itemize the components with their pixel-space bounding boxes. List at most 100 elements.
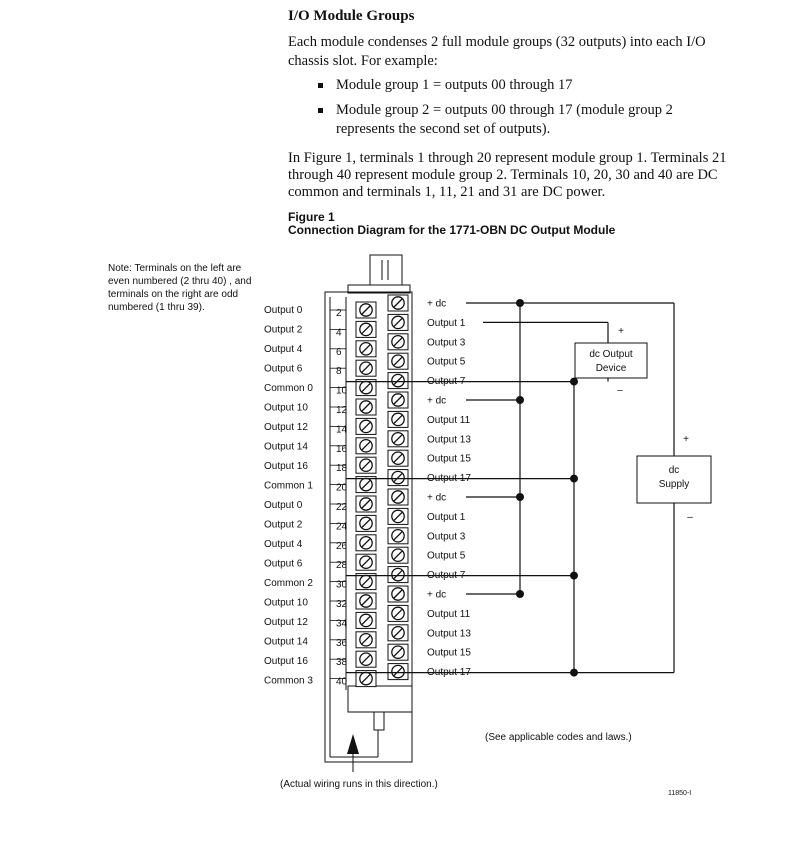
even-terminal-screw <box>355 631 377 649</box>
wiring-direction-arrow <box>347 734 359 772</box>
left-terminal-label: Common 0 <box>264 383 313 394</box>
left-terminal-label: Output 6 <box>264 364 303 375</box>
left-terminal-label: Output 12 <box>264 617 308 628</box>
odd-terminal-screw <box>387 507 409 525</box>
odd-terminal-screw <box>387 352 409 370</box>
even-terminal-screw <box>355 592 377 610</box>
wiring <box>346 299 675 677</box>
left-terminal-label: Output 12 <box>264 422 308 433</box>
module-body <box>324 284 413 763</box>
even-terminal-screw <box>355 611 377 629</box>
terminal-number: 40 <box>336 677 348 688</box>
terminal-number: 14 <box>336 424 348 435</box>
odd-terminal-screw <box>387 469 409 487</box>
even-terminal-screw <box>355 514 377 532</box>
terminal-number: 16 <box>336 444 348 455</box>
right-terminal-label: Output 15 <box>427 648 471 659</box>
odd-terminal-screw <box>387 391 409 409</box>
right-terminal-label: Output 13 <box>427 628 471 639</box>
terminal-number: 18 <box>336 463 348 474</box>
terminal-number: 6 <box>336 347 342 358</box>
supply-label-line1: dc <box>669 465 680 476</box>
odd-terminal-screw <box>387 527 409 545</box>
terminal-number: 30 <box>336 580 348 591</box>
odd-terminal-screw <box>387 566 409 584</box>
left-terminal-label: Output 14 <box>264 637 308 648</box>
supply-label-line2: Supply <box>659 479 690 490</box>
left-terminal-label: Output 16 <box>264 461 308 472</box>
even-terminal-screw <box>355 359 377 377</box>
right-terminal-label: Output 3 <box>427 337 466 348</box>
terminal-number: 2 <box>336 308 342 319</box>
odd-terminal-screw <box>387 546 409 564</box>
left-terminal-label: Output 2 <box>264 325 303 336</box>
figure-caption: Connection Diagram for the 1771-OBN DC O… <box>288 223 616 237</box>
terminal-number: 4 <box>336 327 342 338</box>
supply-plus: + <box>683 434 689 445</box>
terminal-paragraph: In Figure 1, terminals 1 through 20 repr… <box>288 150 727 200</box>
odd-terminal-screw <box>387 643 409 661</box>
left-terminal-label: Output 4 <box>264 539 303 550</box>
left-terminal-label: Common 2 <box>264 578 313 589</box>
odd-terminal-screw <box>387 313 409 331</box>
terminal-number: 8 <box>336 366 342 377</box>
left-terminal-label: Common 1 <box>264 481 313 492</box>
bullet-module-group-2: Module group 2 = outputs 00 through 17 (… <box>318 101 728 139</box>
left-terminal-label: Output 14 <box>264 442 308 453</box>
odd-terminal-screw <box>387 449 409 467</box>
even-terminal-screw <box>355 340 377 358</box>
odd-terminal-screw <box>387 294 409 312</box>
supply-minus: – <box>687 512 693 523</box>
codes-note: (See applicable codes and laws.) <box>485 732 632 743</box>
even-terminal-screw <box>355 456 377 474</box>
intro-paragraph: Each module condenses 2 full module grou… <box>288 34 706 69</box>
right-terminal-label: Output 1 <box>427 512 466 523</box>
right-terminal-label: + dc <box>427 299 446 310</box>
right-terminal-label: Output 5 <box>427 551 466 562</box>
device-label-line1: dc Output <box>589 349 633 360</box>
right-terminal-label: Output 5 <box>427 357 466 368</box>
even-terminal-screw <box>355 398 377 416</box>
device-label-line2: Device <box>596 363 627 374</box>
terminal-number: 12 <box>336 405 348 416</box>
right-terminal-label: Output 13 <box>427 434 471 445</box>
odd-terminal-screw <box>387 430 409 448</box>
terminal-number: 38 <box>336 657 348 668</box>
dc-output-device: dc Output Device + – <box>574 326 648 396</box>
right-terminal-label: Output 3 <box>427 531 466 542</box>
section-heading: I/O Module Groups <box>288 8 415 24</box>
even-terminal-screw <box>355 553 377 571</box>
even-terminal-screw <box>355 573 377 591</box>
even-terminal-screw <box>355 301 377 319</box>
odd-terminal-screw <box>387 488 409 506</box>
figure-id: 11850-I <box>668 790 691 797</box>
even-terminal-screw <box>355 534 377 552</box>
top-connector <box>369 254 403 286</box>
left-terminal-label: Output 2 <box>264 520 303 531</box>
left-terminal-label: Output 10 <box>264 403 308 414</box>
device-minus: – <box>617 385 623 396</box>
odd-terminal-screw <box>387 663 409 681</box>
terminal-number: 10 <box>336 386 348 397</box>
device-plus: + <box>618 326 624 337</box>
even-terminal-screw <box>355 320 377 338</box>
odd-terminal-screw <box>387 624 409 642</box>
left-terminal-label: Output 10 <box>264 598 308 609</box>
right-terminal-label: Output 1 <box>427 318 466 329</box>
dc-supply: dc Supply + – <box>636 434 712 523</box>
terminal-number: 20 <box>336 483 348 494</box>
right-terminal-label: Output 11 <box>427 609 471 620</box>
right-terminal-label: Output 11 <box>427 415 471 426</box>
terminal-number: 36 <box>336 638 348 649</box>
right-terminal-label: + dc <box>427 590 446 601</box>
terminal-number: 26 <box>336 541 348 552</box>
left-terminal-label: Output 16 <box>264 656 308 667</box>
figure-label: Figure 1 <box>288 210 335 224</box>
odd-terminal-screw <box>387 410 409 428</box>
module-group-list: Module group 1 = outputs 00 through 17 M… <box>318 76 728 145</box>
right-terminal-label: + dc <box>427 396 446 407</box>
right-terminal-label: Output 15 <box>427 454 471 465</box>
terminal-number: 28 <box>336 560 348 571</box>
